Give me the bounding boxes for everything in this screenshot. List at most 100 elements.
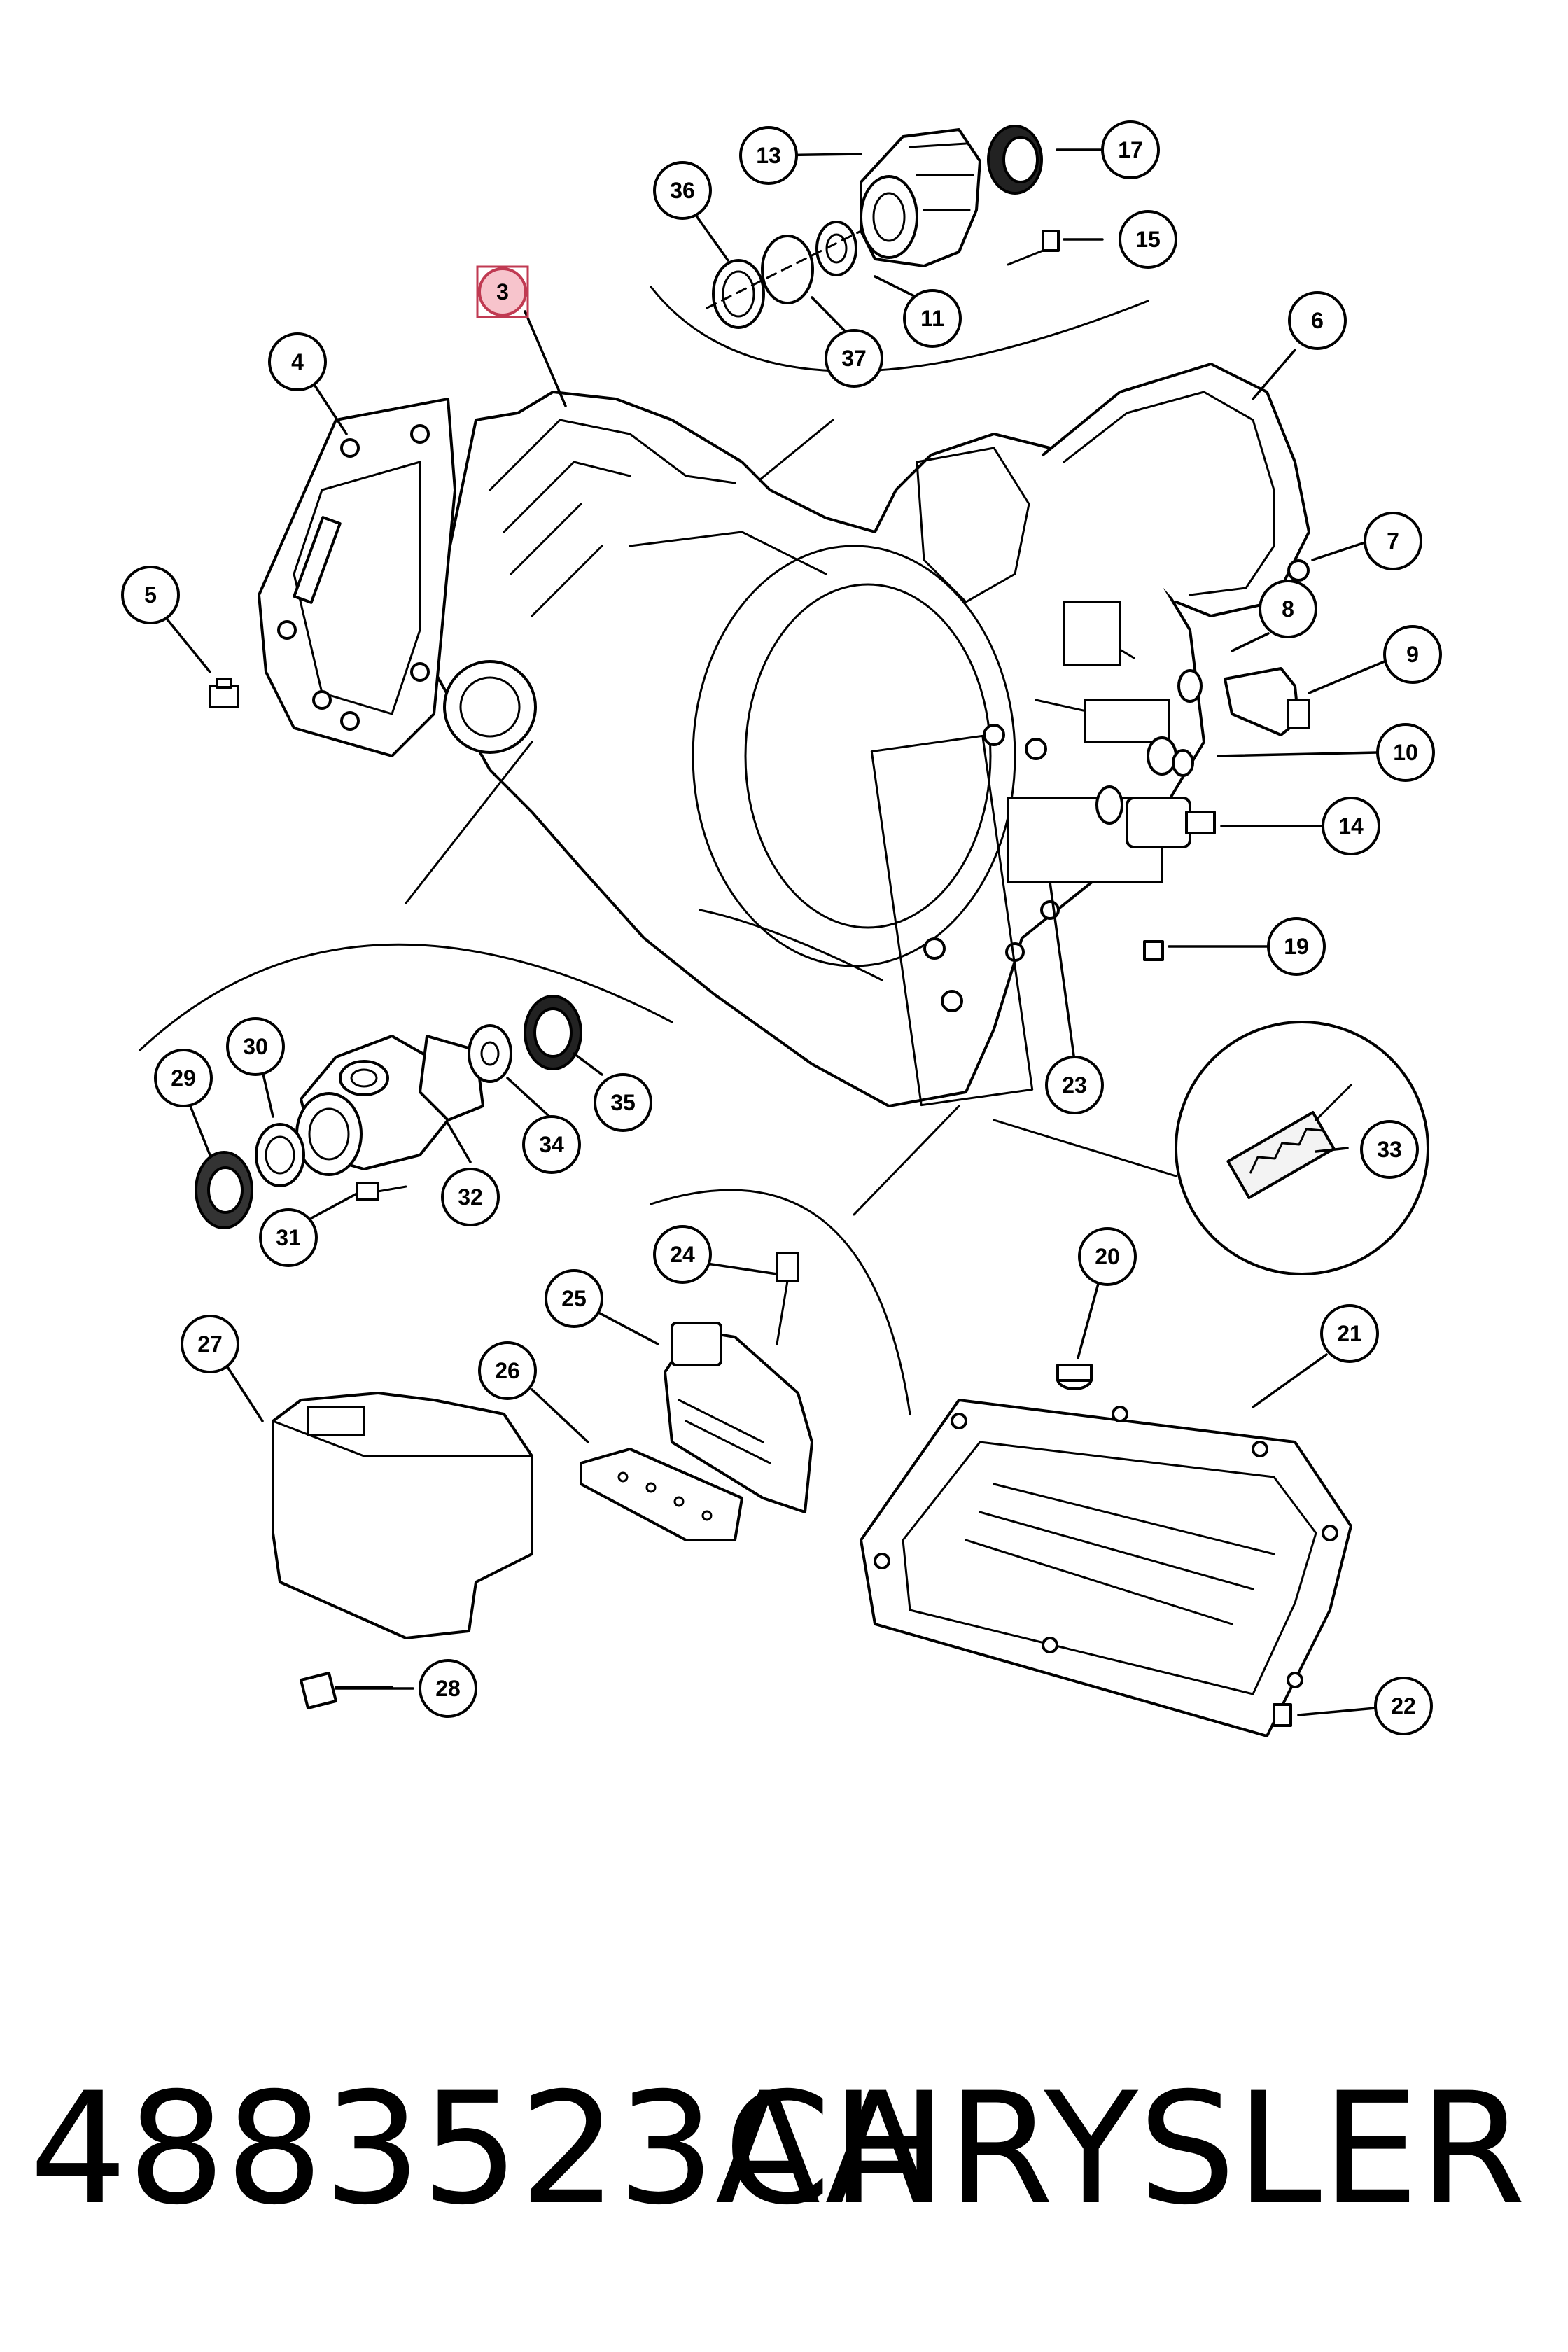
part-28-screw	[300, 1672, 393, 1709]
part-25-valve-body	[664, 1322, 813, 1513]
callout-9[interactable]: 9	[1383, 625, 1442, 684]
svg-text:32: 32	[458, 1184, 483, 1210]
svg-text:20: 20	[1095, 1244, 1120, 1269]
part-9-sensor	[1224, 667, 1310, 736]
part-10-fittings	[1147, 736, 1194, 777]
svg-text:31: 31	[276, 1225, 301, 1250]
svg-text:15: 15	[1135, 227, 1161, 252]
highlight-box	[476, 265, 529, 318]
left-group-arc	[139, 943, 673, 1051]
svg-text:17: 17	[1118, 137, 1143, 162]
inset-33-leader	[993, 1119, 1177, 1177]
svg-text:23: 23	[1062, 1072, 1087, 1098]
svg-text:36: 36	[670, 178, 695, 203]
part-17-seal	[987, 125, 1043, 195]
callout-19[interactable]: 19	[1267, 917, 1326, 976]
part-number: 4883523AA	[29, 2059, 930, 2239]
part-11-washer	[816, 220, 858, 276]
part-20-plug	[1056, 1364, 1093, 1390]
callout-8[interactable]: 8	[1259, 580, 1317, 638]
callout-27[interactable]: 27	[181, 1315, 239, 1373]
part-21-oil-pan	[860, 1399, 1352, 1737]
callout-20[interactable]: 20	[1078, 1227, 1137, 1286]
svg-text:4: 4	[291, 349, 304, 374]
callout-17[interactable]: 17	[1101, 120, 1160, 179]
svg-text:7: 7	[1387, 528, 1399, 554]
callout-36[interactable]: 36	[653, 161, 712, 220]
part-24-bolt	[776, 1252, 799, 1345]
callout-34[interactable]: 34	[522, 1115, 581, 1174]
part-26-plate	[580, 1448, 743, 1541]
svg-text:10: 10	[1393, 740, 1418, 765]
part-35-cup	[524, 995, 582, 1070]
svg-text:5: 5	[144, 582, 157, 608]
svg-text:24: 24	[670, 1242, 695, 1267]
leader-lines	[163, 148, 1386, 1716]
part-33-inset	[1175, 1021, 1429, 1275]
part-27-cover	[272, 1392, 533, 1639]
callout-5[interactable]: 5	[121, 566, 180, 624]
callout-14[interactable]: 14	[1322, 797, 1380, 855]
svg-text:19: 19	[1284, 934, 1309, 959]
callout-29[interactable]: 29	[154, 1049, 213, 1107]
callout-35[interactable]: 35	[594, 1073, 652, 1132]
svg-text:13: 13	[756, 143, 781, 168]
part-8-oring	[1177, 669, 1203, 703]
callout-11[interactable]: 11	[903, 289, 962, 348]
callout-25[interactable]: 25	[545, 1269, 603, 1328]
callout-26[interactable]: 26	[478, 1341, 537, 1400]
part-22-drain-plug	[1273, 1703, 1292, 1727]
callout-23[interactable]: 23	[1045, 1056, 1104, 1114]
brand-name: CHRYSLER	[723, 2059, 1526, 2239]
svg-text:14: 14	[1338, 813, 1364, 839]
part-29-seal	[195, 1151, 253, 1229]
valve-group-arc	[650, 1189, 911, 1415]
callout-13[interactable]: 13	[739, 126, 798, 185]
svg-text:30: 30	[243, 1034, 268, 1059]
svg-text:28: 28	[435, 1676, 461, 1701]
svg-text:27: 27	[197, 1331, 223, 1357]
callout-30[interactable]: 30	[226, 1017, 285, 1076]
callout-10[interactable]: 10	[1376, 723, 1435, 782]
svg-text:35: 35	[610, 1090, 636, 1115]
callout-24[interactable]: 24	[653, 1225, 712, 1284]
callout-21[interactable]: 21	[1320, 1304, 1379, 1363]
callout-28[interactable]: 28	[419, 1659, 477, 1718]
part-7-plug	[1287, 559, 1310, 582]
callout-15[interactable]: 15	[1119, 210, 1177, 269]
callouts: 3 4 5 6 7 8 9 10 11 13 14 15 17 19 20 21…	[121, 120, 1442, 1735]
top-axis-line	[706, 230, 862, 309]
svg-text:26: 26	[495, 1358, 520, 1383]
svg-text:6: 6	[1311, 308, 1324, 333]
callout-32[interactable]: 32	[441, 1168, 500, 1226]
part-31-bolt	[356, 1182, 407, 1201]
svg-text:34: 34	[539, 1132, 564, 1157]
callout-22[interactable]: 22	[1374, 1676, 1433, 1735]
part-37-oring	[761, 234, 814, 304]
callout-4[interactable]: 4	[268, 332, 327, 391]
part-6-gasket	[1042, 363, 1310, 617]
svg-text:11: 11	[920, 306, 944, 331]
svg-text:37: 37	[841, 346, 867, 371]
part-34-washer	[468, 1024, 512, 1083]
svg-text:3: 3	[496, 279, 509, 304]
left-group-link	[405, 741, 533, 904]
svg-text:21: 21	[1337, 1321, 1362, 1346]
svg-text:8: 8	[1282, 596, 1294, 622]
callout-7[interactable]: 7	[1364, 512, 1422, 570]
callout-33[interactable]: 33	[1360, 1120, 1419, 1179]
callout-31[interactable]: 31	[259, 1208, 318, 1267]
svg-text:33: 33	[1377, 1137, 1402, 1162]
svg-text:25: 25	[561, 1286, 587, 1311]
callout-37[interactable]: 37	[825, 329, 883, 388]
part-32-carrier	[295, 1035, 484, 1176]
part-3-detail-box	[870, 734, 1034, 1107]
callout-6[interactable]: 6	[1288, 291, 1347, 350]
part-5-plug	[209, 678, 239, 708]
valve-group-link	[853, 1105, 960, 1216]
part-30-bearing	[255, 1123, 305, 1187]
svg-text:9: 9	[1406, 642, 1419, 667]
part-36-seal	[712, 259, 765, 329]
callout-3[interactable]: 3	[478, 267, 527, 316]
